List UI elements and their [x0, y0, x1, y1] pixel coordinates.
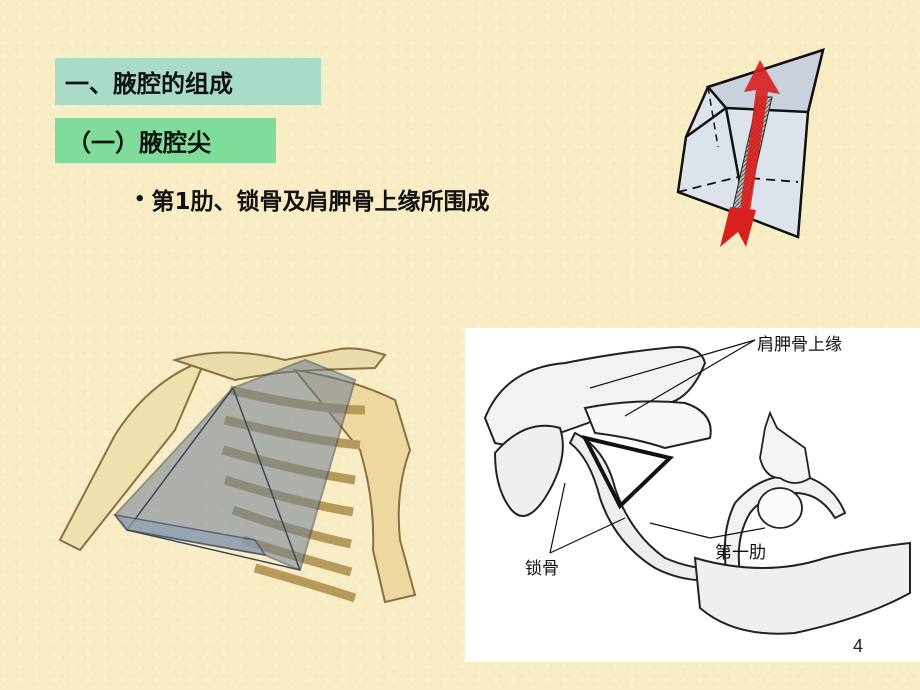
page-number: 4 [853, 636, 864, 656]
label-scapula-upper-border: 肩胛骨上缘 [757, 335, 842, 355]
label-clavicle: 锁骨 [525, 559, 559, 579]
bullet-item: • 第1肋、锁骨及肩胛骨上缘所围成 [134, 182, 490, 216]
apex-line-drawing-svg [483, 339, 911, 635]
label-first-rib: 第一肋 [715, 543, 766, 563]
bullet-text: 第1肋、锁骨及肩胛骨上缘所围成 [151, 189, 490, 215]
shoulder-thorax-figure [58, 347, 417, 604]
axilla-prism-figure [676, 48, 825, 247]
subsection-heading: （一）腋腔尖 [55, 118, 276, 163]
bullet-dot: • [134, 188, 146, 210]
apex-line-drawing: 肩胛骨上缘 锁骨 第一肋 [465, 328, 920, 662]
subsection-heading-text: （一）腋腔尖 [67, 129, 211, 157]
section-heading-text: 一、腋腔的组成 [65, 70, 233, 98]
section-heading: 一、腋腔的组成 [55, 58, 321, 105]
